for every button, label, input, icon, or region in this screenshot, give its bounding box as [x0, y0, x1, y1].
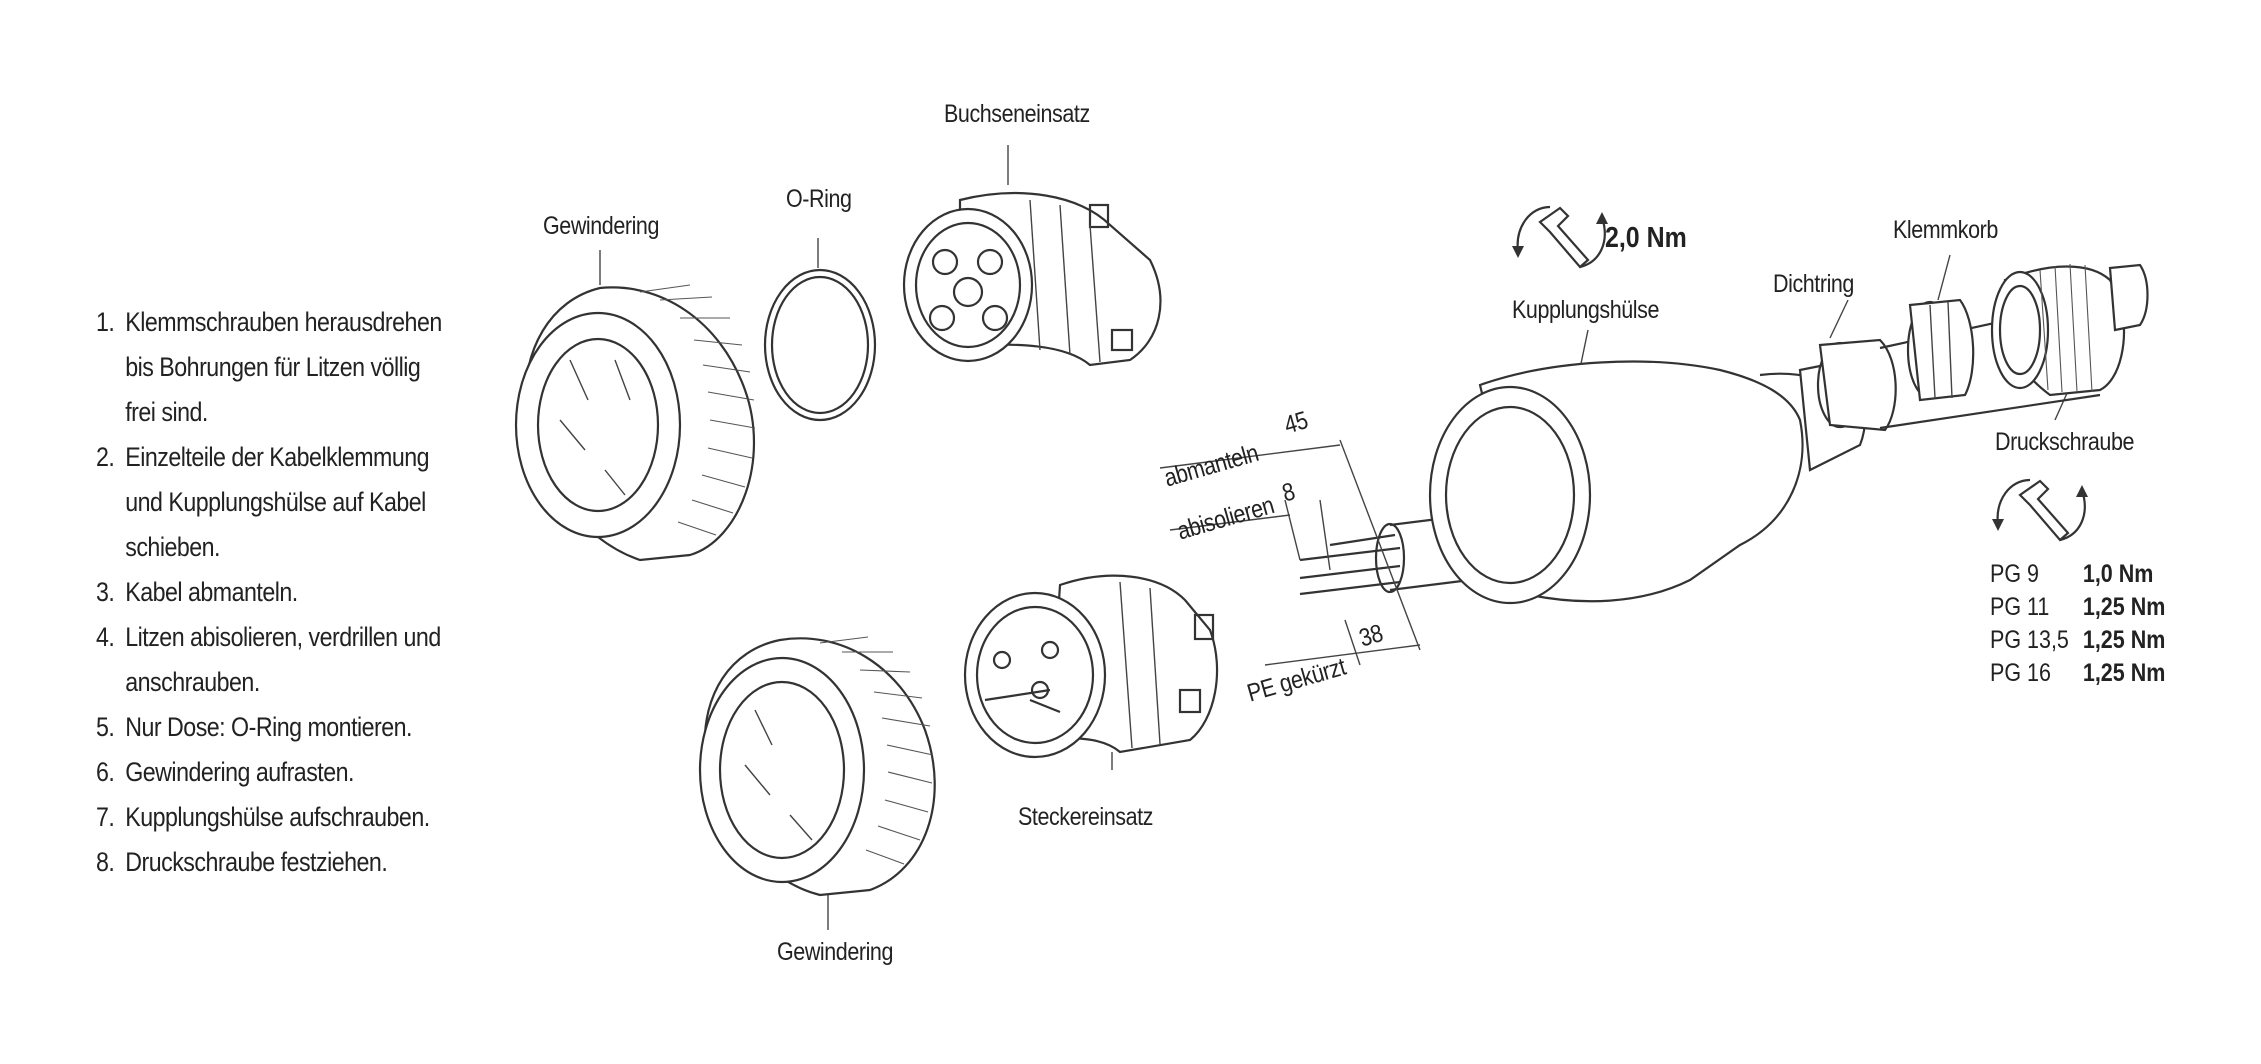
label-druckschraube: Druckschraube	[1995, 428, 2135, 456]
label-kupplungshuelse: Kupplungshülse	[1512, 296, 1659, 324]
buchseneinsatz-part	[902, 192, 1162, 367]
pg-size: PG 11	[1990, 593, 2050, 621]
cable-stripping-detail	[1159, 439, 1471, 666]
step-item: 1.Klemmschrauben herausdrehen	[96, 307, 442, 337]
pg-size: PG 13,5	[1990, 626, 2069, 654]
step-item-cont: frei sind.	[125, 397, 208, 427]
torque-value: 1,0 Nm	[2082, 560, 2154, 588]
step-item: 7.Kupplungshülse aufschrauben.	[96, 802, 430, 832]
oring-part	[763, 268, 877, 422]
step-item: 5.Nur Dose: O-Ring montieren.	[96, 712, 413, 742]
kupplungshuelse-part	[1428, 358, 1867, 605]
step-item: 4.Litzen abisolieren, verdrillen und	[96, 622, 441, 652]
wrench-rotate-icon	[1992, 478, 2088, 542]
label-klemmkorb: Klemmkorb	[1893, 216, 1998, 244]
gewindering-top-part	[514, 284, 756, 562]
step-item-cont: bis Bohrungen für Litzen völlig	[125, 352, 421, 382]
label-dichtring: Dichtring	[1773, 270, 1854, 298]
step-item: 8.Druckschraube festziehen.	[96, 847, 388, 877]
torque-value: 1,25 Nm	[2082, 659, 2166, 687]
label-buchseneinsatz: Buchseneinsatz	[944, 100, 1090, 128]
label-steckereinsatz: Steckereinsatz	[1018, 803, 1153, 831]
steckereinsatz-part	[963, 574, 1219, 759]
table-row: PG 16 1,25 Nm	[1990, 657, 2165, 690]
table-row: PG 13,5 1,25 Nm	[1990, 624, 2165, 657]
gewindering-bottom-part	[698, 636, 936, 897]
label-gewindering-bottom: Gewindering	[777, 938, 893, 966]
label-oring: O-Ring	[786, 185, 852, 213]
step-item: 6.Gewindering aufrasten.	[96, 757, 354, 787]
torque-main-value: 2,0 Nm	[1605, 222, 1687, 254]
step-item-cont: und Kupplungshülse auf Kabel	[125, 487, 426, 517]
pg-size: PG 16	[1990, 659, 2051, 687]
wrench-rotate-icon	[1512, 205, 1608, 269]
druckschraube-part	[1990, 263, 2149, 397]
torque-value: 1,25 Nm	[2082, 593, 2166, 621]
pg-size: PG 9	[1990, 560, 2040, 588]
table-row: PG 11 1,25 Nm	[1990, 591, 2165, 624]
step-item-cont: schieben.	[125, 532, 221, 562]
step-item: 3.Kabel abmanteln.	[96, 577, 298, 607]
step-item: 2.Einzelteile der Kabelklemmung	[96, 442, 430, 472]
step-item-cont: anschrauben.	[125, 667, 260, 697]
label-gewindering-top: Gewindering	[543, 212, 659, 240]
torque-table: PG 9 1,0 Nm PG 11 1,25 Nm PG 13,5 1,25 Nm P…	[1990, 558, 2165, 690]
table-row: PG 9 1,0 Nm	[1990, 558, 2165, 591]
dichtring-part	[1816, 338, 1897, 432]
torque-value: 1,25 Nm	[2082, 626, 2166, 654]
assembly-steps: 1.Klemmschrauben herausdrehen bis Bohrun…	[96, 300, 516, 885]
klemmkorb-part	[1906, 298, 1975, 402]
